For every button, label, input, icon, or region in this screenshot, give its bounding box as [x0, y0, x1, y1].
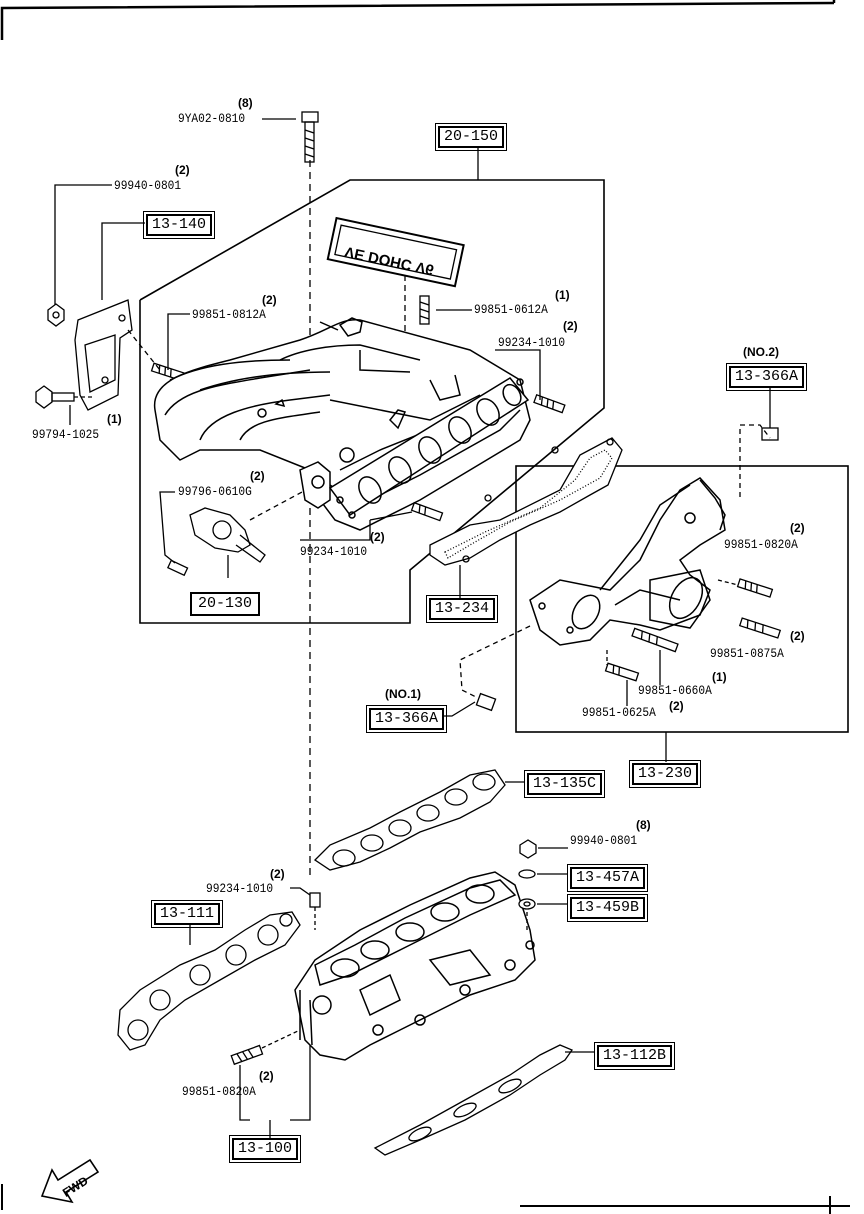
ref-13-234[interactable]: 13-234: [425, 595, 499, 623]
gasket-13-135c: [313, 769, 525, 871]
qty-label: (2): [669, 699, 684, 713]
gasket-13-111: [117, 911, 301, 1051]
ref-13-366a-no1[interactable]: 13-366A: [365, 705, 448, 733]
qty-label: (8): [636, 818, 651, 832]
ref-13-366a-no2[interactable]: 13-366A: [725, 363, 808, 391]
upper-assembly-outline: [139, 179, 605, 624]
lower-right-intake: [529, 477, 726, 646]
part-number-stud-0820a: 99851-0820A: [724, 537, 798, 552]
qty-label: (2): [370, 530, 385, 544]
part-number-stud-1010-a: 99234-1010: [498, 335, 566, 350]
upper-flange-ports: [328, 377, 530, 519]
ref-13-100[interactable]: 13-100: [228, 1135, 302, 1163]
fwd-arrow: [40, 1158, 100, 1204]
ref-13-112b[interactable]: 13-112B: [593, 1042, 676, 1070]
part-number-bolt-0610: 99796-0610G: [178, 484, 252, 499]
no2-label: (NO.2): [743, 345, 779, 359]
part-number-bolt-top: 9YA02-0810: [178, 111, 246, 126]
qty-label: (8): [238, 96, 253, 110]
qty-label: (2): [259, 1069, 274, 1083]
emblem-plate: VE DOHC V6: [326, 216, 465, 288]
part-number-stud-1010-b: 99234-1010: [300, 544, 368, 559]
qty-label: (2): [790, 629, 805, 643]
ref-20-130[interactable]: 20-130: [190, 592, 261, 616]
ref-13-457a[interactable]: 13-457A: [566, 864, 649, 892]
no1-label: (NO.1): [385, 687, 421, 701]
ref-13-459b[interactable]: 13-459B: [566, 894, 649, 922]
part-number-bolt-1025: 99794-1025: [32, 427, 100, 442]
ref-20-150[interactable]: 20-150: [434, 123, 508, 151]
idle-air-valve: [189, 491, 303, 578]
qty-label: (2): [262, 293, 277, 307]
part-number-nut-bottom: 99940-0801: [570, 833, 638, 848]
part-number-stud-0875: 99851-0875A: [710, 646, 784, 661]
qty-label: (1): [555, 288, 570, 302]
qty-label: (1): [107, 412, 122, 426]
bolt-top: [262, 111, 319, 163]
part-number-stud-1010-c: 99234-1010: [206, 881, 274, 896]
lower-intake-manifold-13-100: [294, 871, 536, 1061]
part-number-stud-0660: 99851-0660A: [638, 683, 712, 698]
qty-label: (2): [563, 319, 578, 333]
part-number-nut: 99940-0801: [114, 178, 182, 193]
ref-13-140[interactable]: 13-140: [142, 211, 216, 239]
qty-label: (2): [250, 469, 265, 483]
gasket-13-112b: [373, 1044, 595, 1156]
qty-label: (2): [270, 867, 285, 881]
part-number-stud-0812: 99851-0812A: [192, 307, 266, 322]
ref-13-135c[interactable]: 13-135C: [523, 770, 606, 798]
gasket-13-234: [429, 437, 623, 598]
part-number-stud-0612: 99851-0612A: [474, 302, 548, 317]
ref-13-230[interactable]: 13-230: [628, 760, 702, 788]
part-number-stud-0820b: 99851-0820A: [182, 1084, 256, 1099]
lower-right-assembly-outline: [515, 465, 849, 733]
ref-13-111[interactable]: 13-111: [150, 900, 224, 928]
qty-label: (1): [712, 670, 727, 684]
qty-label: (2): [790, 521, 805, 535]
part-number-stud-0625: 99851-0625A: [582, 705, 656, 720]
qty-label: (2): [175, 163, 190, 177]
